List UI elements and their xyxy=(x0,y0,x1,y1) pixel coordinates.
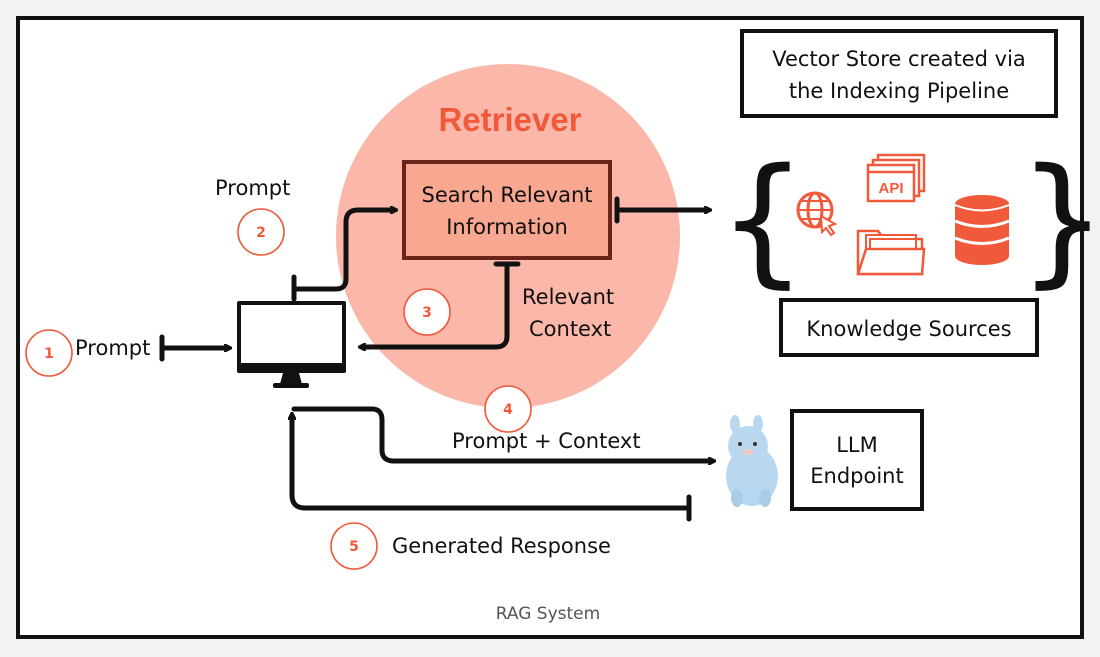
globe-cursor-icon xyxy=(796,191,838,237)
llm-line-1: LLM xyxy=(836,433,878,457)
left-brace: { xyxy=(718,139,807,302)
llama-icon xyxy=(726,415,778,507)
knowledge-sources-label: Knowledge Sources xyxy=(806,317,1011,341)
relevant-context-label-1: Relevant xyxy=(522,285,614,309)
knowledge-sources-box xyxy=(779,298,1039,357)
step-4-number: 4 xyxy=(503,402,513,418)
step-5-number: 5 xyxy=(349,539,359,555)
step-2-number: 2 xyxy=(256,225,266,241)
step-1-badge: 1 xyxy=(25,329,73,377)
llm-endpoint-box xyxy=(790,409,924,511)
arrow-context-to-computer xyxy=(362,261,510,347)
arrow-response-to-computer xyxy=(292,416,692,511)
api-icon: API xyxy=(866,153,926,203)
step-4-badge: 4 xyxy=(484,385,532,433)
step-5-badge: 5 xyxy=(330,522,378,570)
search-box-line-1: Search Relevant xyxy=(422,183,593,207)
step-3-number: 3 xyxy=(422,305,432,321)
vector-store-line-1: Vector Store created via xyxy=(772,47,1026,71)
retriever-title: Retriever xyxy=(438,101,581,138)
right-brace: } xyxy=(1018,139,1100,302)
arrow-prompt-context-to-llm xyxy=(291,406,712,461)
computer-monitor-icon xyxy=(237,301,346,388)
vector-store-line-2: the Indexing Pipeline xyxy=(789,79,1009,103)
generated-response-label: Generated Response xyxy=(392,534,611,558)
search-box-line-2: Information xyxy=(446,215,568,239)
folder-icon xyxy=(856,229,926,276)
step-2-badge: 2 xyxy=(237,208,285,256)
prompt-plus-context-label: Prompt + Context xyxy=(452,429,641,453)
step-1-number: 1 xyxy=(44,346,54,362)
step-3-badge: 3 xyxy=(403,288,451,336)
database-icon xyxy=(954,195,1010,265)
relevant-context-label-2: Context xyxy=(529,317,611,341)
arrow-computer-to-retriever xyxy=(291,210,394,292)
diagram-caption: RAG System xyxy=(496,604,600,624)
prompt-input-label: Prompt xyxy=(75,336,150,360)
prompt-to-retriever-label: Prompt xyxy=(215,176,290,200)
vector-store-box xyxy=(740,29,1058,118)
llm-line-2: Endpoint xyxy=(810,464,903,488)
svg-text:API: API xyxy=(878,180,903,197)
search-relevant-information-box xyxy=(402,160,612,260)
